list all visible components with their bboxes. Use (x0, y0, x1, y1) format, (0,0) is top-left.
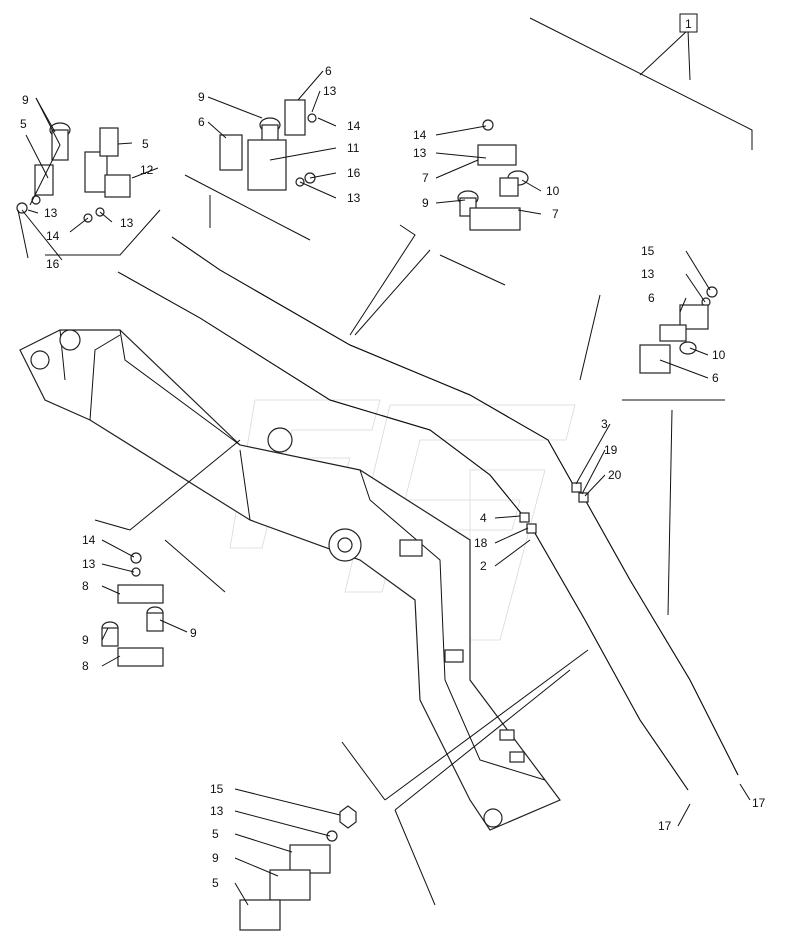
callout-13: 13 (641, 267, 655, 281)
callout-9: 9 (22, 93, 29, 107)
callout-11: 11 (347, 141, 360, 155)
callout-20: 20 (608, 468, 622, 482)
callout-18: 18 (474, 536, 488, 550)
callout-13: 13 (210, 804, 224, 818)
clamp-group-right (639, 286, 718, 374)
callout-2: 2 (480, 559, 487, 573)
callout-14: 14 (347, 119, 361, 133)
callout-6: 6 (648, 291, 655, 305)
callout-15: 15 (210, 782, 224, 796)
callout-9: 9 (422, 196, 429, 210)
callout-1: 1 (685, 17, 692, 31)
callout-17: 17 (658, 819, 672, 833)
callout-13: 13 (44, 206, 58, 220)
callout-6: 6 (325, 64, 332, 78)
callout-13: 13 (120, 216, 134, 230)
callout-13: 13 (82, 557, 96, 571)
callout-14: 14 (413, 128, 427, 142)
callout-13: 13 (323, 84, 337, 98)
callout-13: 13 (413, 146, 427, 160)
callout-7: 7 (552, 207, 559, 221)
clamp-group-lower-left (101, 552, 164, 667)
callout-10: 10 (546, 184, 560, 198)
callout-8: 8 (82, 659, 89, 673)
callout-19: 19 (604, 443, 618, 457)
callout-8: 8 (82, 579, 89, 593)
callout-6: 6 (712, 371, 719, 385)
callout-12: 12 (140, 163, 154, 177)
callout-labels: 1 9 5 5 12 13 13 14 16 6 9 13 6 14 11 16… (20, 17, 766, 890)
callout-14: 14 (46, 229, 60, 243)
clamp-group-top-center (219, 99, 317, 191)
callout-9: 9 (82, 633, 89, 647)
callout-16: 16 (347, 166, 361, 180)
assembly-bracket (529, 13, 753, 150)
callout-16: 16 (46, 257, 60, 271)
callout-4: 4 (480, 511, 487, 525)
callout-14: 14 (82, 533, 96, 547)
boom-arm (19, 329, 561, 831)
callout-9: 9 (212, 851, 219, 865)
callout-6: 6 (198, 115, 205, 129)
clamp-group-bottom (239, 805, 357, 931)
callout-17: 17 (752, 796, 766, 810)
callout-5: 5 (142, 137, 149, 151)
clamp-group-top-right (457, 119, 529, 231)
callout-7: 7 (422, 171, 429, 185)
callout-9: 9 (198, 90, 205, 104)
hydraulic-tubes (117, 236, 739, 791)
callout-3: 3 (601, 417, 608, 431)
callout-13: 13 (347, 191, 361, 205)
clamp-group-top-left (16, 122, 131, 223)
leader-lines (17, 70, 751, 906)
callout-5: 5 (20, 117, 27, 131)
callout-5: 5 (212, 827, 219, 841)
callout-15: 15 (641, 244, 655, 258)
callout-10: 10 (712, 348, 726, 362)
callout-9: 9 (190, 626, 197, 640)
callout-5: 5 (212, 876, 219, 890)
